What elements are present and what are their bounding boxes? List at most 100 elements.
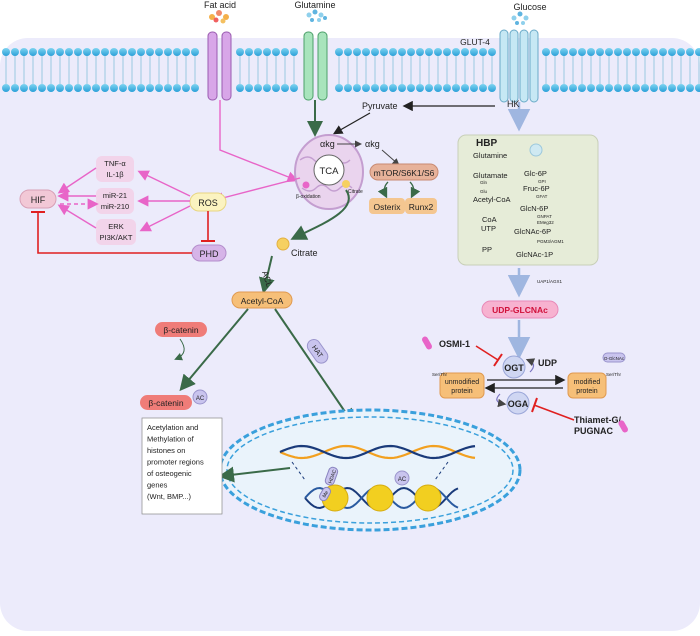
beta-catenin-label: β-catenin — [163, 325, 198, 335]
unmodified-protein-box — [439, 372, 485, 399]
membrane-head — [11, 48, 19, 56]
citrate-dot — [342, 180, 350, 188]
hbp-gnpat: GNPAT — [537, 214, 552, 219]
membrane-head — [119, 48, 127, 56]
membrane-head — [245, 48, 253, 56]
membrane-head — [290, 84, 298, 92]
membrane-head — [605, 84, 613, 92]
hbp-fruc6p: Fruc-6P — [523, 184, 550, 193]
membrane-head — [263, 84, 271, 92]
membrane-head — [542, 84, 550, 92]
hbp-title: HBP — [476, 138, 497, 149]
phd-label: PHD — [199, 249, 219, 259]
membrane-head — [434, 48, 442, 56]
osmi-label: OSMI-1 — [439, 339, 470, 349]
histone-text-line: Methylation of — [147, 435, 195, 444]
membrane-head — [461, 48, 469, 56]
hdac-label: HDAC — [328, 469, 339, 485]
ogt-node — [502, 355, 526, 379]
membrane-head — [659, 84, 667, 92]
membrane-head — [245, 84, 253, 92]
oga-label: OGA — [508, 399, 529, 409]
histone-text-line: of osteogenic — [147, 469, 192, 478]
membrane-head — [29, 84, 37, 92]
membrane-head — [47, 48, 55, 56]
membrane-head — [353, 84, 361, 92]
acetylcoa-to-betacatenin-arrow — [179, 308, 249, 392]
membrane-head — [335, 84, 343, 92]
beta-catenin-ac-box — [140, 395, 192, 410]
membrane-head — [83, 48, 91, 56]
membrane-head — [344, 48, 352, 56]
membrane-head — [101, 48, 109, 56]
membrane-head — [236, 48, 244, 56]
dna-strand — [279, 444, 476, 460]
hbp-glcnac1p: GlcNAc-1P — [516, 250, 553, 259]
membrane-head — [11, 84, 19, 92]
membrane-head — [641, 48, 649, 56]
membrane-head — [371, 48, 379, 56]
membrane-head — [587, 48, 595, 56]
membrane-head — [560, 48, 568, 56]
acetyl-coa-box — [231, 291, 293, 309]
membrane-head — [92, 48, 100, 56]
membrane-head — [596, 48, 604, 56]
hbp-glc6p: Glc-6P — [524, 169, 547, 178]
membrane-head — [695, 84, 700, 92]
membrane-head — [74, 84, 82, 92]
thiamet-inhibitor-icon — [618, 420, 628, 433]
akg-in-label: αkg — [320, 139, 335, 149]
membrane-head — [434, 84, 442, 92]
mtor-label: mTOR/S6K1/S6 — [374, 168, 435, 178]
hbp-utp: UTP — [481, 224, 496, 233]
pyruvate-to-tca-arrow — [332, 112, 371, 135]
membrane-head — [272, 48, 280, 56]
membrane-head — [38, 84, 46, 92]
ac-tag-1 — [192, 389, 208, 405]
membrane-head — [425, 84, 433, 92]
hbp-glcnac6p: GlcNAc-6P — [514, 227, 551, 236]
membrane-head — [677, 84, 685, 92]
mtor-to-osterix-arrow — [377, 181, 389, 199]
tnf-il1b-box — [96, 156, 134, 182]
udp-label: UDP — [538, 358, 557, 368]
me-label: Me — [322, 490, 331, 499]
osterix-box — [369, 198, 405, 214]
beta-catenin-box — [155, 322, 207, 337]
hif-box — [19, 189, 57, 209]
membrane-head — [659, 48, 667, 56]
membrane-head — [173, 48, 181, 56]
hbp-pp: PP — [482, 245, 492, 254]
membrane-head — [488, 48, 496, 56]
membrane-head — [2, 84, 10, 92]
hbp-pgm3: PGM3/AGM1 — [537, 239, 564, 244]
hbp-coa: CoA — [482, 215, 497, 224]
membrane-head — [614, 48, 622, 56]
histone-text-line: promoter regions — [147, 458, 204, 467]
histone-text-line: (Wnt, BMP...) — [147, 492, 192, 501]
hbp-glucose-dot — [529, 143, 543, 157]
membrane-head — [281, 48, 289, 56]
membrane-head — [182, 48, 190, 56]
modified-label-2: protein — [576, 388, 598, 395]
membrane-head — [119, 84, 127, 92]
membrane-head — [137, 84, 145, 92]
membrane-head — [362, 48, 370, 56]
membrane-head — [677, 48, 685, 56]
membrane-head — [20, 84, 28, 92]
citrate-node — [276, 237, 290, 251]
membrane-head — [470, 84, 478, 92]
membrane-head — [272, 84, 280, 92]
uap-label: UAP1/AGX1 — [537, 279, 563, 284]
membrane-head — [263, 48, 271, 56]
ac-label-1: AC — [196, 396, 205, 402]
hbp-glutamine: Glutamine — [473, 151, 507, 160]
membrane-head — [38, 48, 46, 56]
glut4-transporter — [499, 11, 539, 103]
membrane-head — [614, 84, 622, 92]
citrate-to-acetylcoa-arrow — [258, 255, 275, 294]
membrane-head — [398, 48, 406, 56]
hbp-panel — [457, 134, 599, 266]
